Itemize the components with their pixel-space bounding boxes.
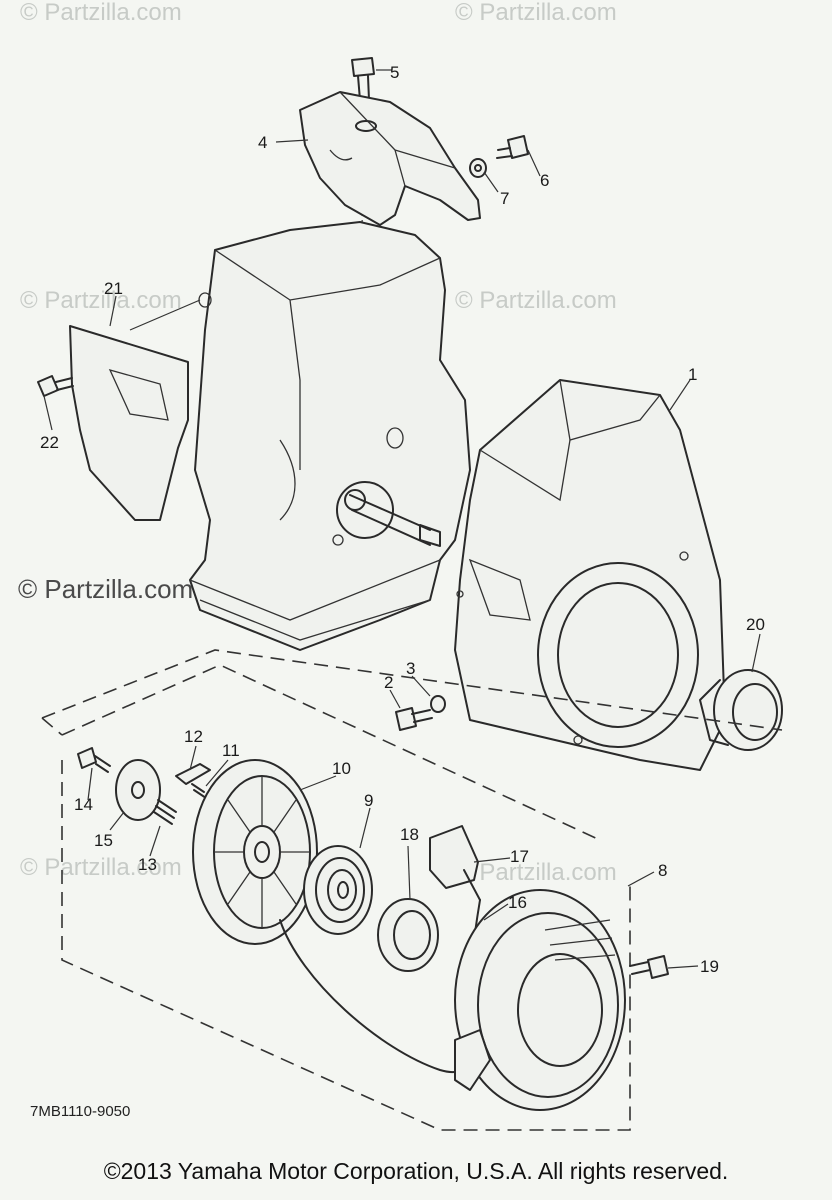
leader-lines (43, 69, 761, 969)
starter-case-part-8 (454, 889, 626, 1111)
callout-3: 3 (406, 659, 415, 678)
callout-18: 18 (400, 825, 419, 844)
plate-part-15 (115, 759, 161, 821)
watermark-top-right: © Partzilla.com (455, 0, 617, 26)
watermark-bottom-left: © Partzilla.com (20, 854, 182, 881)
spiral-spring-part-9 (303, 845, 373, 935)
watermark-mid-right: © Partzilla.com (455, 287, 617, 314)
callout-10: 10 (332, 759, 351, 778)
bolt-part-22 (37, 375, 74, 397)
washer-part-3 (430, 695, 446, 713)
watermark-center-left: © Partzilla.com (18, 574, 193, 604)
washer-part-7 (469, 158, 487, 178)
engine-block (189, 221, 471, 651)
pawl-part-12 (175, 763, 211, 785)
watermark-top-left: © Partzilla.com (20, 0, 182, 26)
blower-housing-part-1 (454, 379, 726, 771)
watermark-bottom-right: © Partzilla.com (455, 859, 617, 886)
callout-11: 11 (222, 741, 240, 760)
side-plate-part-21 (69, 299, 201, 521)
callout-21: 21 (104, 279, 123, 298)
callout-12: 12 (184, 727, 203, 746)
callout-6: 6 (540, 171, 549, 190)
spring-part-11 (191, 783, 207, 799)
recoil-starter-assembly-outline (41, 649, 783, 1131)
callout-15: 15 (94, 831, 113, 850)
callout-7: 7 (500, 189, 509, 208)
spring-part-13 (153, 799, 177, 825)
callout-17: 17 (510, 847, 529, 866)
callout-16: 16 (508, 893, 527, 912)
callout-1: 1 (688, 365, 697, 384)
callout-5: 5 (390, 63, 399, 82)
callout-labels: 5 4 6 7 21 22 1 3 2 20 12 11 10 14 15 13… (40, 63, 765, 976)
callout-19: 19 (700, 957, 719, 976)
watermark-mid-left: © Partzilla.com (20, 287, 182, 314)
bolt-part-6 (496, 135, 529, 159)
cover-bracket-part-4 (299, 91, 481, 226)
bolt-part-19 (629, 955, 669, 979)
callout-14: 14 (74, 795, 93, 814)
callout-13: 13 (138, 855, 157, 874)
callout-8: 8 (658, 861, 667, 880)
reel-part-10 (192, 759, 318, 945)
callout-20: 20 (746, 615, 765, 634)
bolt-part-14 (77, 747, 111, 773)
cup-part-20 (699, 669, 783, 751)
callout-22: 22 (40, 433, 59, 452)
callout-9: 9 (364, 791, 373, 810)
ring-part-18 (377, 898, 439, 972)
diagram-code: 7MB1110-9050 (30, 1103, 130, 1120)
handle-part-17 (429, 825, 481, 901)
callout-4: 4 (258, 133, 267, 152)
callout-2: 2 (384, 673, 393, 692)
copyright-notice: ©2013 Yamaha Motor Corporation, U.S.A. A… (103, 1158, 729, 1184)
bolt-part-2 (395, 707, 433, 731)
